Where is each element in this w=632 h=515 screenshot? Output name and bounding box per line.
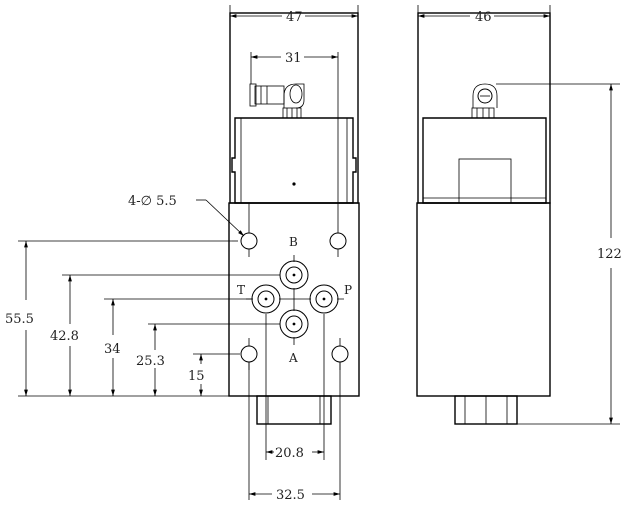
port-t (251, 284, 281, 314)
front-view: B T P A (228, 12, 360, 425)
side-cap (422, 117, 547, 204)
svg-text:55.5: 55.5 (5, 312, 34, 327)
dim-34: 34 (104, 298, 252, 396)
ports (246, 255, 344, 345)
port-a-label: A (288, 351, 298, 365)
side-view (416, 12, 551, 425)
port-p (309, 284, 339, 314)
side-valve-body (416, 202, 551, 397)
svg-text:122: 122 (597, 247, 622, 262)
dimensions: 47 46 31 4-∅ 5.5 (5, 5, 622, 503)
svg-text:46: 46 (475, 10, 492, 25)
svg-text:4-∅ 5.5: 4-∅ 5.5 (128, 194, 177, 209)
dim-32-5: 32.5 (249, 488, 340, 503)
dim-25-3: 25.3 (136, 323, 280, 396)
air-fitting-side (471, 83, 498, 119)
dim-side-width: 46 (417, 5, 551, 25)
dim-15: 15 (188, 353, 240, 396)
mounting-hole (329, 232, 347, 250)
front-cap (231, 117, 357, 204)
air-fitting-front (249, 83, 305, 119)
front-bottom-nut (256, 395, 332, 425)
mounting-hole (331, 345, 349, 363)
svg-text:42.8: 42.8 (50, 329, 79, 344)
svg-text:34: 34 (104, 342, 121, 357)
svg-text:25.3: 25.3 (136, 354, 165, 369)
svg-text:20.8: 20.8 (275, 446, 304, 461)
svg-text:47: 47 (286, 10, 303, 25)
port-t-label: T (237, 283, 245, 297)
svg-text:31: 31 (285, 51, 302, 66)
front-cap-dot (292, 182, 296, 186)
side-bottom-nut (454, 395, 518, 425)
dim-front-width: 47 (229, 5, 359, 25)
mounting-hole (240, 345, 258, 363)
svg-text:15: 15 (188, 369, 205, 384)
dim-20-8: 20.8 (266, 446, 324, 461)
port-a (279, 309, 309, 339)
dim-42-8: 42.8 (50, 274, 280, 396)
svg-text:32.5: 32.5 (276, 488, 305, 503)
port-p-label: P (344, 283, 352, 297)
dim-55-5: 55.5 (5, 240, 232, 396)
dim-fitting-spacing: 31 (250, 51, 339, 225)
port-b (279, 260, 309, 290)
dim-hole-callout: 4-∅ 5.5 (128, 194, 245, 237)
port-b-label: B (289, 235, 298, 249)
dim-total-height: 122 (496, 83, 622, 425)
side-cap-window (458, 158, 512, 204)
